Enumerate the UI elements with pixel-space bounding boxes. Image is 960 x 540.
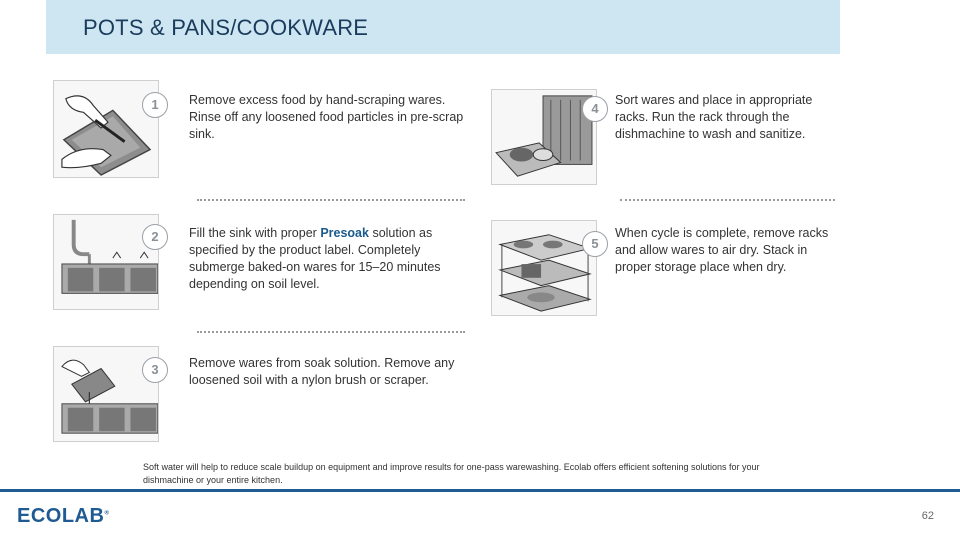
step-2-number: 2 xyxy=(142,224,168,250)
step-2-product-name: Presoak xyxy=(320,226,369,240)
page-title: POTS & PANS/COOKWARE xyxy=(83,15,369,40)
step-4-number: 4 xyxy=(582,96,608,122)
step-3-illustration xyxy=(53,346,159,442)
step-3-number: 3 xyxy=(142,357,168,383)
step-3-text: Remove wares from soak solution. Remove … xyxy=(189,356,455,387)
step-5-text: When cycle is complete, remove racks and… xyxy=(615,226,829,274)
divider-3 xyxy=(620,199,835,201)
divider-2 xyxy=(197,331,465,333)
divider-1 xyxy=(197,199,465,201)
logo-registered-mark: ® xyxy=(104,510,110,517)
step-4-text: Sort wares and place in appropriate rack… xyxy=(615,93,813,141)
step-2-text-start: Fill the sink with proper xyxy=(189,226,321,240)
step-1-illustration xyxy=(53,80,159,178)
footnote: Soft water will help to reduce scale bui… xyxy=(143,462,760,485)
title-bar: POTS & PANS/COOKWARE xyxy=(46,0,840,54)
step-5-illustration xyxy=(491,220,597,316)
step-1-number: 1 xyxy=(142,92,168,118)
logo-text: ECOLAB xyxy=(17,505,105,527)
step-2-text-end: solution as specified by the product lab… xyxy=(189,226,441,291)
step-2-text: Fill the sink with proper Presoak soluti… xyxy=(189,225,464,293)
page-number: 62 xyxy=(921,510,934,522)
footer-line xyxy=(0,489,960,492)
step-2-illustration xyxy=(53,214,159,310)
step-5-number: 5 xyxy=(582,231,608,257)
step-4-illustration xyxy=(491,89,597,185)
ecolab-logo: ECOLAB® xyxy=(17,505,109,528)
step-1-text: Remove excess food by hand-scraping ware… xyxy=(189,93,464,141)
